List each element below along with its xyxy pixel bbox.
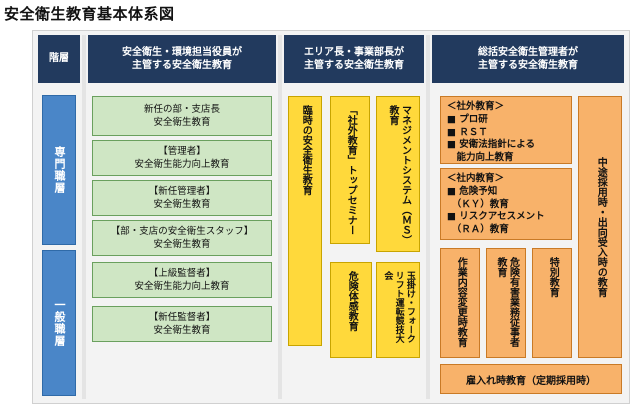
col1-box-safety-staff: 【部・支店の安全衛生スタッフ】 安全衛生教育 — [92, 220, 272, 256]
col3-job-change-education: 作業内容変更時教育 — [440, 248, 480, 358]
col3-special-education: 特別教育 — [532, 248, 572, 358]
box-line: 安全衛生教育 — [153, 325, 211, 336]
header-col1-line1: 安全衛生・環境担当役員が — [122, 46, 242, 58]
header-col3-line1: 総括安全衛生管理者が — [478, 46, 578, 58]
col1-box-new-manager: 【新任管理者】 安全衛生教育 — [92, 180, 272, 216]
col2-forklift-contest: 玉掛け・フォークリフト運転競技大会 — [376, 262, 420, 358]
box-line: 安全衛生能力向上教育 — [134, 281, 230, 292]
external-item: ■ 安衛法指針による — [447, 139, 535, 151]
col2-danger-sense: 危険体感教育 — [330, 262, 372, 358]
level-general: 一般職層 — [42, 250, 76, 396]
header-col3: 総括安全衛生管理者が 主管する安全衛生教育 — [432, 35, 624, 83]
col1-box-new-supervisor: 【新任監督者】 安全衛生教育 — [92, 306, 272, 342]
external-heading: ＜社外教育＞ — [447, 101, 505, 112]
box-line: 安全衛生能力向上教育 — [134, 159, 230, 170]
col3-internal-education: ＜社内教育＞ ■ 危険予知 （ＫＹ）教育 ■ リスクアセスメント （ＲＡ）教育 — [440, 168, 572, 240]
col2-ms-education: マネジメントシステム（ＭＳ）教育 — [376, 96, 420, 252]
header-col2-line2: 主管する安全衛生教育 — [304, 60, 404, 71]
external-item: 能力向上教育 — [447, 152, 514, 164]
internal-item: ■ リスクアセスメント — [447, 211, 545, 223]
header-col1-line2: 主管する安全衛生教育 — [132, 60, 232, 71]
box-line: 安全衛生教育 — [153, 239, 211, 250]
col2-top-seminar: 「社外教育」トップセミナー — [330, 96, 370, 244]
page-title: 安全衛生教育基本体系図 — [4, 5, 175, 23]
external-item: ■ ＲＳＴ — [447, 126, 488, 138]
col3-mid-career-education: 中途採用時・出向受入時の教育 — [578, 96, 622, 358]
header-col2: エリア長・事業部長が 主管する安全衛生教育 — [284, 35, 424, 83]
internal-heading: ＜社内教育＞ — [447, 173, 505, 184]
col1-box-branch-manager: 新任の部・支店長 安全衛生教育 — [92, 96, 272, 136]
box-line: 【部・支店の安全衛生スタッフ】 — [110, 225, 254, 237]
col2-temporary-education: 臨時の安全衛生教育 — [288, 96, 322, 346]
col1-box-manager: 【管理者】 安全衛生能力向上教育 — [92, 140, 272, 176]
level-specialist: 専門職層 — [42, 95, 76, 245]
box-line: 【新任管理者】 — [148, 185, 216, 197]
box-line: 【上級監督者】 — [148, 267, 216, 279]
col1-box-senior-supervisor: 【上級監督者】 安全衛生能力向上教育 — [92, 262, 272, 298]
internal-item: （ＫＹ）教育 — [447, 198, 509, 210]
internal-item: （ＲＡ）教育 — [447, 224, 509, 236]
box-line: 安全衛生教育 — [153, 117, 211, 128]
box-line: 【管理者】 — [158, 145, 206, 157]
header-col2-line1: エリア長・事業部長が — [304, 46, 404, 58]
internal-item: ■ 危険予知 — [447, 185, 498, 197]
column-divider — [82, 35, 86, 399]
box-line: 【新任監督者】 — [148, 311, 216, 323]
header-level: 階層 — [38, 35, 80, 83]
col3-hazardous-work-education: 危険有害業務従事者教育 — [486, 248, 526, 358]
box-line: 安全衛生教育 — [153, 199, 211, 210]
col3-external-education: ＜社外教育＞ ■ プロ研 ■ ＲＳＴ ■ 安衛法指針による 能力向上教育 — [440, 96, 572, 164]
col3-hiring-education: 雇入れ時教育（定期採用時） — [440, 364, 622, 394]
header-col3-line2: 主管する安全衛生教育 — [478, 60, 578, 71]
column-divider — [278, 35, 282, 399]
column-divider — [426, 35, 430, 399]
header-col1: 安全衛生・環境担当役員が 主管する安全衛生教育 — [88, 35, 276, 83]
external-item: ■ プロ研 — [447, 113, 488, 125]
box-line: 新任の部・支店長 — [143, 103, 220, 115]
